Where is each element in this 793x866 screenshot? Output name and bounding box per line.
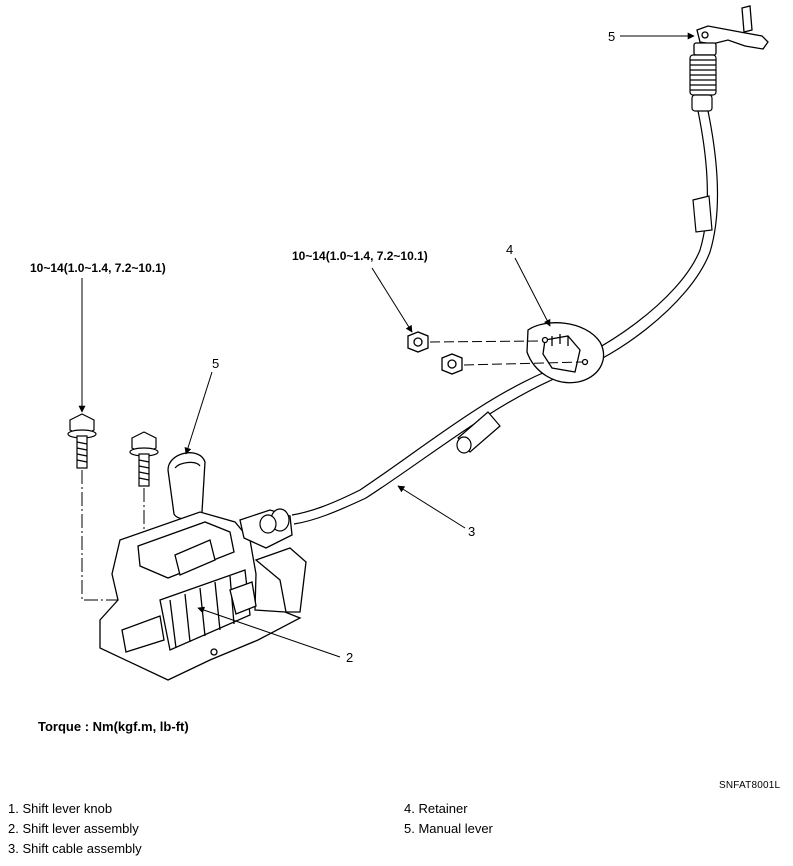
- legend-item-3: 3. Shift cable assembly: [8, 841, 142, 856]
- figure-code: SNFAT8001L: [719, 780, 781, 791]
- nut-lower: [441, 353, 463, 375]
- cable-grommet: [456, 411, 501, 454]
- cable-end-boot: [689, 54, 717, 112]
- legend-item-1: 1. Shift lever knob: [8, 801, 113, 816]
- torque-unit-note: Torque : Nm(kgf.m, lb-ft): [38, 719, 189, 734]
- nut-upper: [407, 331, 429, 353]
- retainer: [526, 322, 605, 384]
- torque-left-bolt: 10~14(1.0~1.4, 7.2~10.1): [30, 261, 166, 275]
- cable-housing-joint: [259, 508, 290, 534]
- legend-item-4: 4. Retainer: [404, 801, 468, 816]
- callout-5-manual-lever: 5: [608, 29, 615, 44]
- torque-retainer-nuts: 10~14(1.0~1.4, 7.2~10.1): [292, 249, 428, 263]
- callout-4-retainer: 4: [506, 242, 513, 257]
- legend-item-5: 5. Manual lever: [404, 821, 493, 836]
- cable-upper-sleeve: [692, 195, 713, 233]
- legend-item-2: 2. Shift lever assembly: [8, 821, 139, 836]
- callout-5-knob: 5: [212, 356, 219, 371]
- shift-lever-housing: [99, 509, 307, 681]
- callout-3-cable: 3: [468, 524, 475, 539]
- callout-2-lever-assembly: 2: [346, 650, 353, 665]
- shift-cable: [291, 110, 718, 525]
- leader-lines: [78, 32, 695, 658]
- nut-alignment-lines: [429, 340, 584, 366]
- bolt-left: [67, 413, 97, 469]
- manual-lever: [693, 5, 769, 56]
- bolt-middle: [129, 431, 159, 487]
